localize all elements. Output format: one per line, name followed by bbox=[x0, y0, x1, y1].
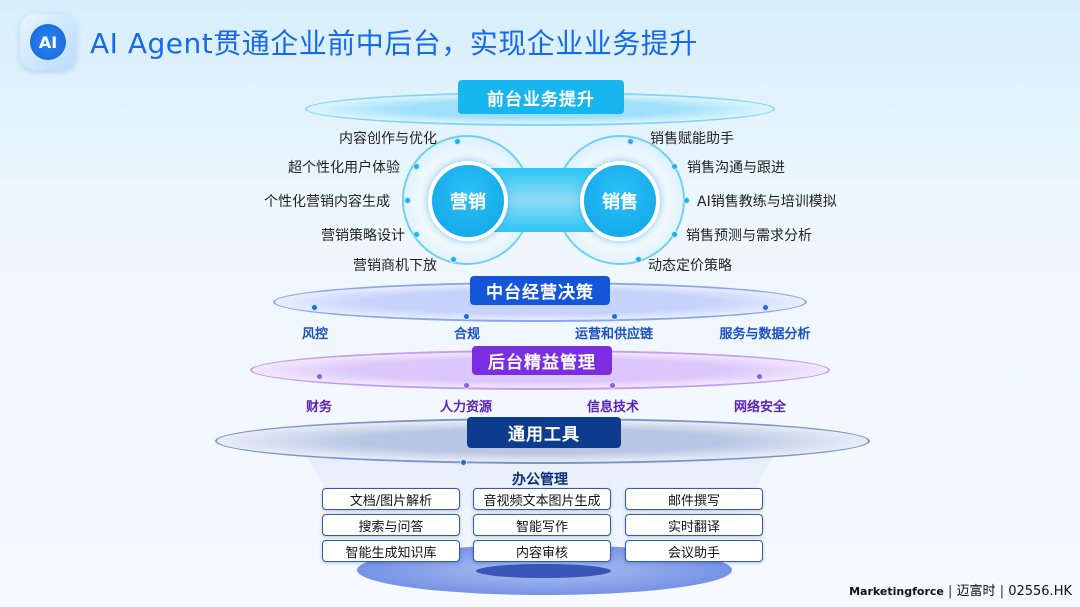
tool-item: 邮件撰写 bbox=[625, 488, 763, 510]
footer-brand: Marketingforce | 迈富时 | 02556.HK bbox=[849, 584, 1072, 599]
node-dot bbox=[683, 197, 690, 204]
tool-item: 内容审核 bbox=[473, 540, 611, 562]
sales-item: 动态定价策略 bbox=[648, 258, 732, 274]
back-item: 人力资源 bbox=[439, 400, 493, 415]
brand-logo: Marketingforce bbox=[849, 585, 944, 598]
marketing-item: 营销商机下放 bbox=[353, 258, 437, 274]
ai-logo-icon: AI bbox=[20, 14, 76, 70]
node-dot bbox=[463, 382, 470, 389]
node-dot bbox=[463, 313, 470, 320]
front-tier-label: 前台业务提升 bbox=[458, 80, 624, 114]
back-item: 财务 bbox=[305, 400, 333, 415]
middle-item: 风控 bbox=[301, 327, 329, 342]
back-item: 信息技术 bbox=[586, 400, 640, 415]
stock-ticker: 02556.HK bbox=[1008, 584, 1072, 599]
node-dot bbox=[413, 231, 420, 238]
marketing-item: 超个性化用户体验 bbox=[288, 160, 400, 176]
tools-section-title: 办公管理 bbox=[512, 472, 568, 488]
middle-item: 合规 bbox=[453, 327, 481, 342]
node-dot bbox=[311, 304, 318, 311]
tool-item: 智能生成知识库 bbox=[322, 540, 460, 562]
node-dot bbox=[627, 138, 634, 145]
page-title: AI Agent贯通企业前中后台，实现企业业务提升 bbox=[90, 27, 698, 60]
tool-item: 智能写作 bbox=[473, 514, 611, 536]
sales-item: AI销售教练与培训模拟 bbox=[697, 194, 837, 210]
node-dot bbox=[316, 373, 323, 380]
marketing-item: 内容创作与优化 bbox=[339, 131, 437, 147]
node-dot bbox=[611, 313, 618, 320]
node-dot bbox=[413, 163, 420, 170]
tool-item: 实时翻译 bbox=[625, 514, 763, 536]
sales-item: 销售预测与需求分析 bbox=[686, 228, 812, 244]
node-dot bbox=[756, 373, 763, 380]
middle-item: 服务与数据分析 bbox=[719, 327, 811, 342]
node-dot bbox=[404, 197, 411, 204]
sales-item: 销售赋能助手 bbox=[650, 131, 734, 147]
back-tier-label: 后台精益管理 bbox=[472, 346, 612, 375]
node-dot bbox=[609, 382, 616, 389]
tools-base-inner bbox=[476, 564, 611, 578]
sales-item: 销售沟通与跟进 bbox=[687, 160, 785, 176]
node-dot bbox=[635, 256, 642, 263]
back-item: 网络安全 bbox=[733, 400, 787, 415]
node-dot bbox=[454, 138, 461, 145]
tool-item: 文档/图片解析 bbox=[322, 488, 460, 510]
brand-cn-name: 迈富时 bbox=[956, 584, 996, 599]
node-dot bbox=[671, 231, 678, 238]
marketing-node: 营销 bbox=[428, 161, 508, 241]
tool-item: 音视频文本图片生成 bbox=[473, 488, 611, 510]
tools-tier-label: 通用工具 bbox=[467, 417, 621, 448]
node-dot bbox=[460, 459, 467, 466]
tool-item: 搜索与问答 bbox=[322, 514, 460, 536]
sales-node: 销售 bbox=[580, 161, 660, 241]
node-dot bbox=[671, 163, 678, 170]
marketing-item: 个性化营销内容生成 bbox=[264, 194, 390, 210]
node-dot bbox=[762, 304, 769, 311]
middle-tier-label: 中台经营决策 bbox=[470, 276, 610, 305]
marketing-item: 营销策略设计 bbox=[321, 228, 405, 244]
node-dot bbox=[450, 256, 457, 263]
tool-item: 会议助手 bbox=[625, 540, 763, 562]
middle-item: 运营和供应链 bbox=[574, 327, 654, 342]
ai-logo-text: AI bbox=[30, 24, 66, 60]
